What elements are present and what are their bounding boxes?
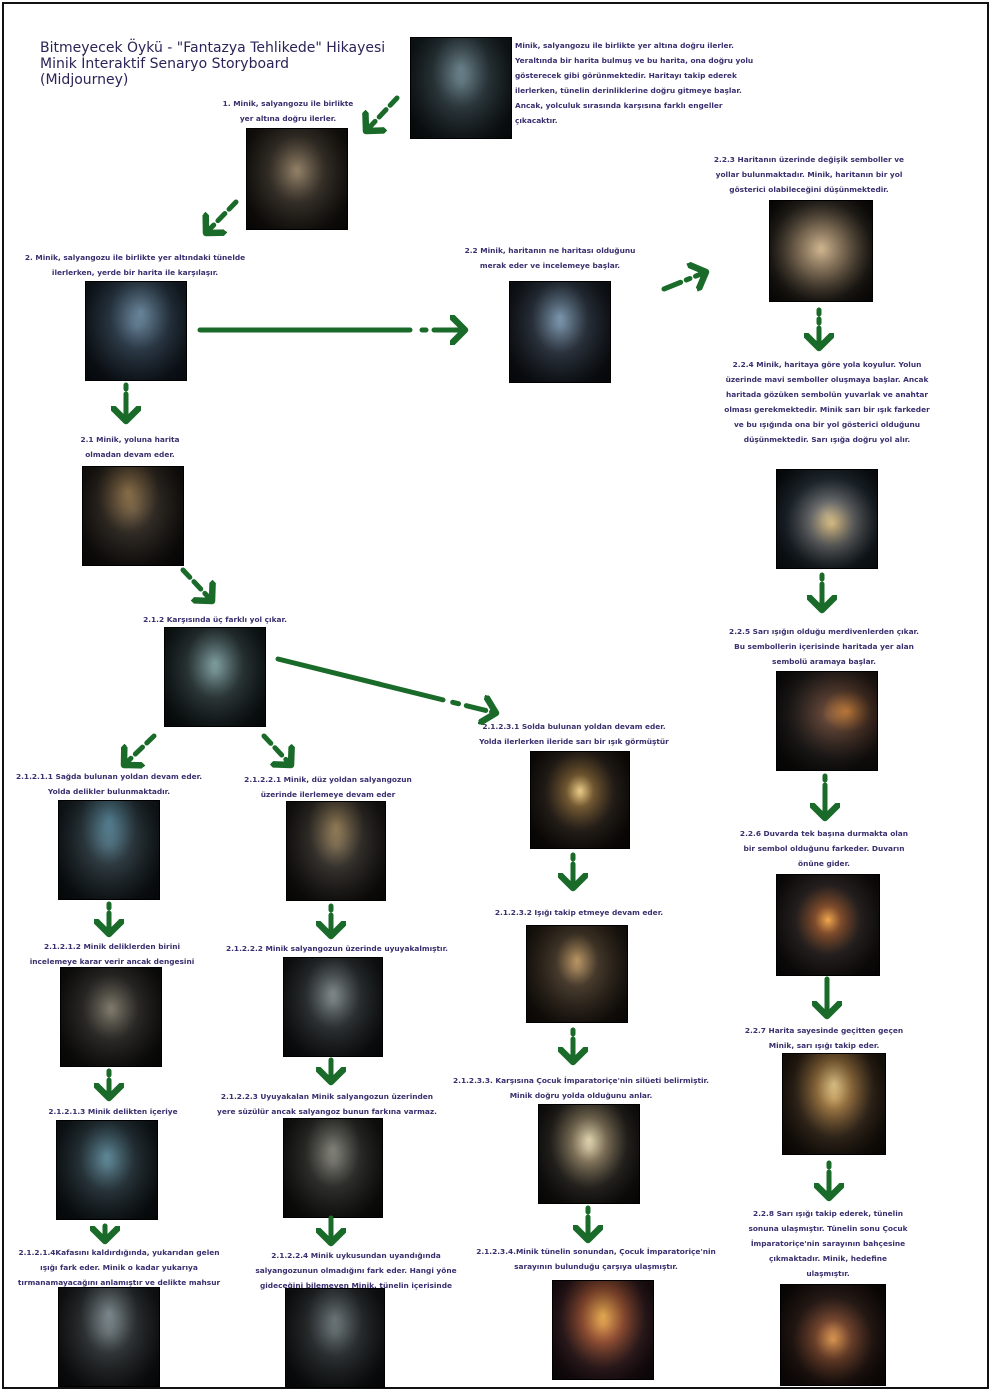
image-scene-2-1-2-3-1 [530, 751, 630, 849]
arrow-2-1-2-to-1-1 [124, 733, 157, 765]
caption-scene-2-1: 2.1 Minik, yoluna harita olmadan devam e… [80, 435, 180, 459]
arrow-2-1-2-to-2-1 [261, 733, 291, 765]
intro-image [410, 37, 512, 139]
page-title: Bitmeyecek Öykü - "Fantazya Tehlikede" H… [40, 40, 385, 88]
image-scene-2-1-2-2-1 [286, 801, 386, 901]
title-line-3: (Midjourney) [40, 72, 129, 88]
image-scene-2-1-2-3-2 [526, 925, 628, 1023]
arrow-2-1-2-to-3-1 [275, 656, 496, 713]
image-scene-1 [246, 128, 348, 230]
image-scene-2-1-2-2-4 [285, 1288, 385, 1388]
image-scene-2-1-2-2-3 [283, 1118, 383, 1218]
caption-scene-2-1-2-3-2: 2.1.2.3.2 Işığı takip etmeye devam eder. [494, 908, 664, 917]
caption-scene-2-1-2: 2.1.2 Karşısında üç farklı yol çıkar. [143, 615, 287, 624]
caption-scene-1: 1. Minik, salyangozu ile birlikte yer al… [222, 99, 354, 123]
caption-scene-2-1-2-2-1: 2.1.2.2.1 Minik, düz yoldan salyangozun … [244, 775, 412, 799]
image-scene-2-2 [509, 281, 611, 383]
image-scene-2-2-7 [782, 1053, 886, 1155]
caption-scene-2-1-2-1-1: 2.1.2.1.1 Sağda bulunan yoldan devam ede… [15, 772, 203, 796]
image-scene-2-2-6 [776, 874, 880, 976]
image-scene-2-1-2 [164, 627, 266, 727]
image-scene-2-2-8 [780, 1284, 886, 1386]
caption-scene-2-1-2-2-2: 2.1.2.2.2 Minik salyangozun üzerinde uyu… [225, 944, 448, 953]
caption-scene-2-1-2-2-3: 2.1.2.2.3 Uyuyakalan Minik salyangozun ü… [217, 1092, 437, 1116]
image-scene-2-1-2-3-3 [538, 1104, 640, 1204]
caption-scene-2: 2. Minik, salyangozu ile birlikte yer al… [24, 253, 246, 277]
caption-scene-2-1-2-3-3: 2.1.2.3.3. Karşısına Çocuk İmparatoriçe'… [453, 1076, 709, 1100]
caption-scene-2-2: 2.2 Minik, haritanın ne haritası olduğun… [464, 246, 636, 270]
arrow-2-1-to-2-1-2 [180, 567, 212, 601]
image-scene-2 [85, 281, 187, 381]
title-line-1: Bitmeyecek Öykü - "Fantazya Tehlikede" H… [40, 40, 386, 56]
caption-scene-2-2-5: 2.2.5 Sarı ışığın olduğu merdivenlerden … [729, 627, 919, 666]
caption-scene-2-2-8: 2.2.8 Sarı ışığı takip ederek, tünelin s… [748, 1209, 908, 1278]
image-scene-2-1 [82, 466, 184, 566]
image-scene-2-1-2-3-4 [552, 1280, 654, 1380]
caption-scene-2-2-7: 2.2.7 Harita sayesinde geçitten geçen Mi… [744, 1026, 904, 1050]
image-scene-2-2-4 [776, 469, 878, 569]
image-scene-2-1-2-1-2 [60, 967, 162, 1067]
image-scene-2-1-2-1-4 [58, 1287, 160, 1387]
caption-scene-2-2-4: 2.2.4 Minik, haritaya göre yola koyulur.… [724, 360, 930, 444]
image-scene-2-2-3 [769, 200, 873, 302]
image-scene-2-1-2-1-1 [58, 800, 160, 900]
title-line-2: Minik İnteraktif Senaryo Storyboard [40, 56, 290, 72]
image-scene-2-1-2-1-3 [56, 1120, 158, 1220]
caption-scene-2-2-3: 2.2.3 Haritanın üzerinde değişik semboll… [713, 155, 905, 194]
intro-text: Minik, salyangozu ile birlikte yer altın… [515, 41, 754, 125]
caption-scene-2-2-6: 2.2.6 Duvarda tek başına durmakta olan b… [739, 829, 909, 868]
image-scene-2-2-5 [776, 671, 878, 771]
arrow-intro-to-1 [366, 95, 400, 131]
image-scene-2-1-2-2-2 [283, 957, 383, 1057]
arrow-1-to-2 [206, 199, 239, 233]
arrow-2-2-to-2-2-3 [661, 272, 706, 289]
caption-scene-2-1-2-3-1: 2.1.2.3.1 Solda bulunan yoldan devam ede… [479, 722, 669, 746]
caption-scene-2-1-2-3-4: 2.1.2.3.4.Minik tünelin sonundan, Çocuk … [476, 1247, 716, 1271]
